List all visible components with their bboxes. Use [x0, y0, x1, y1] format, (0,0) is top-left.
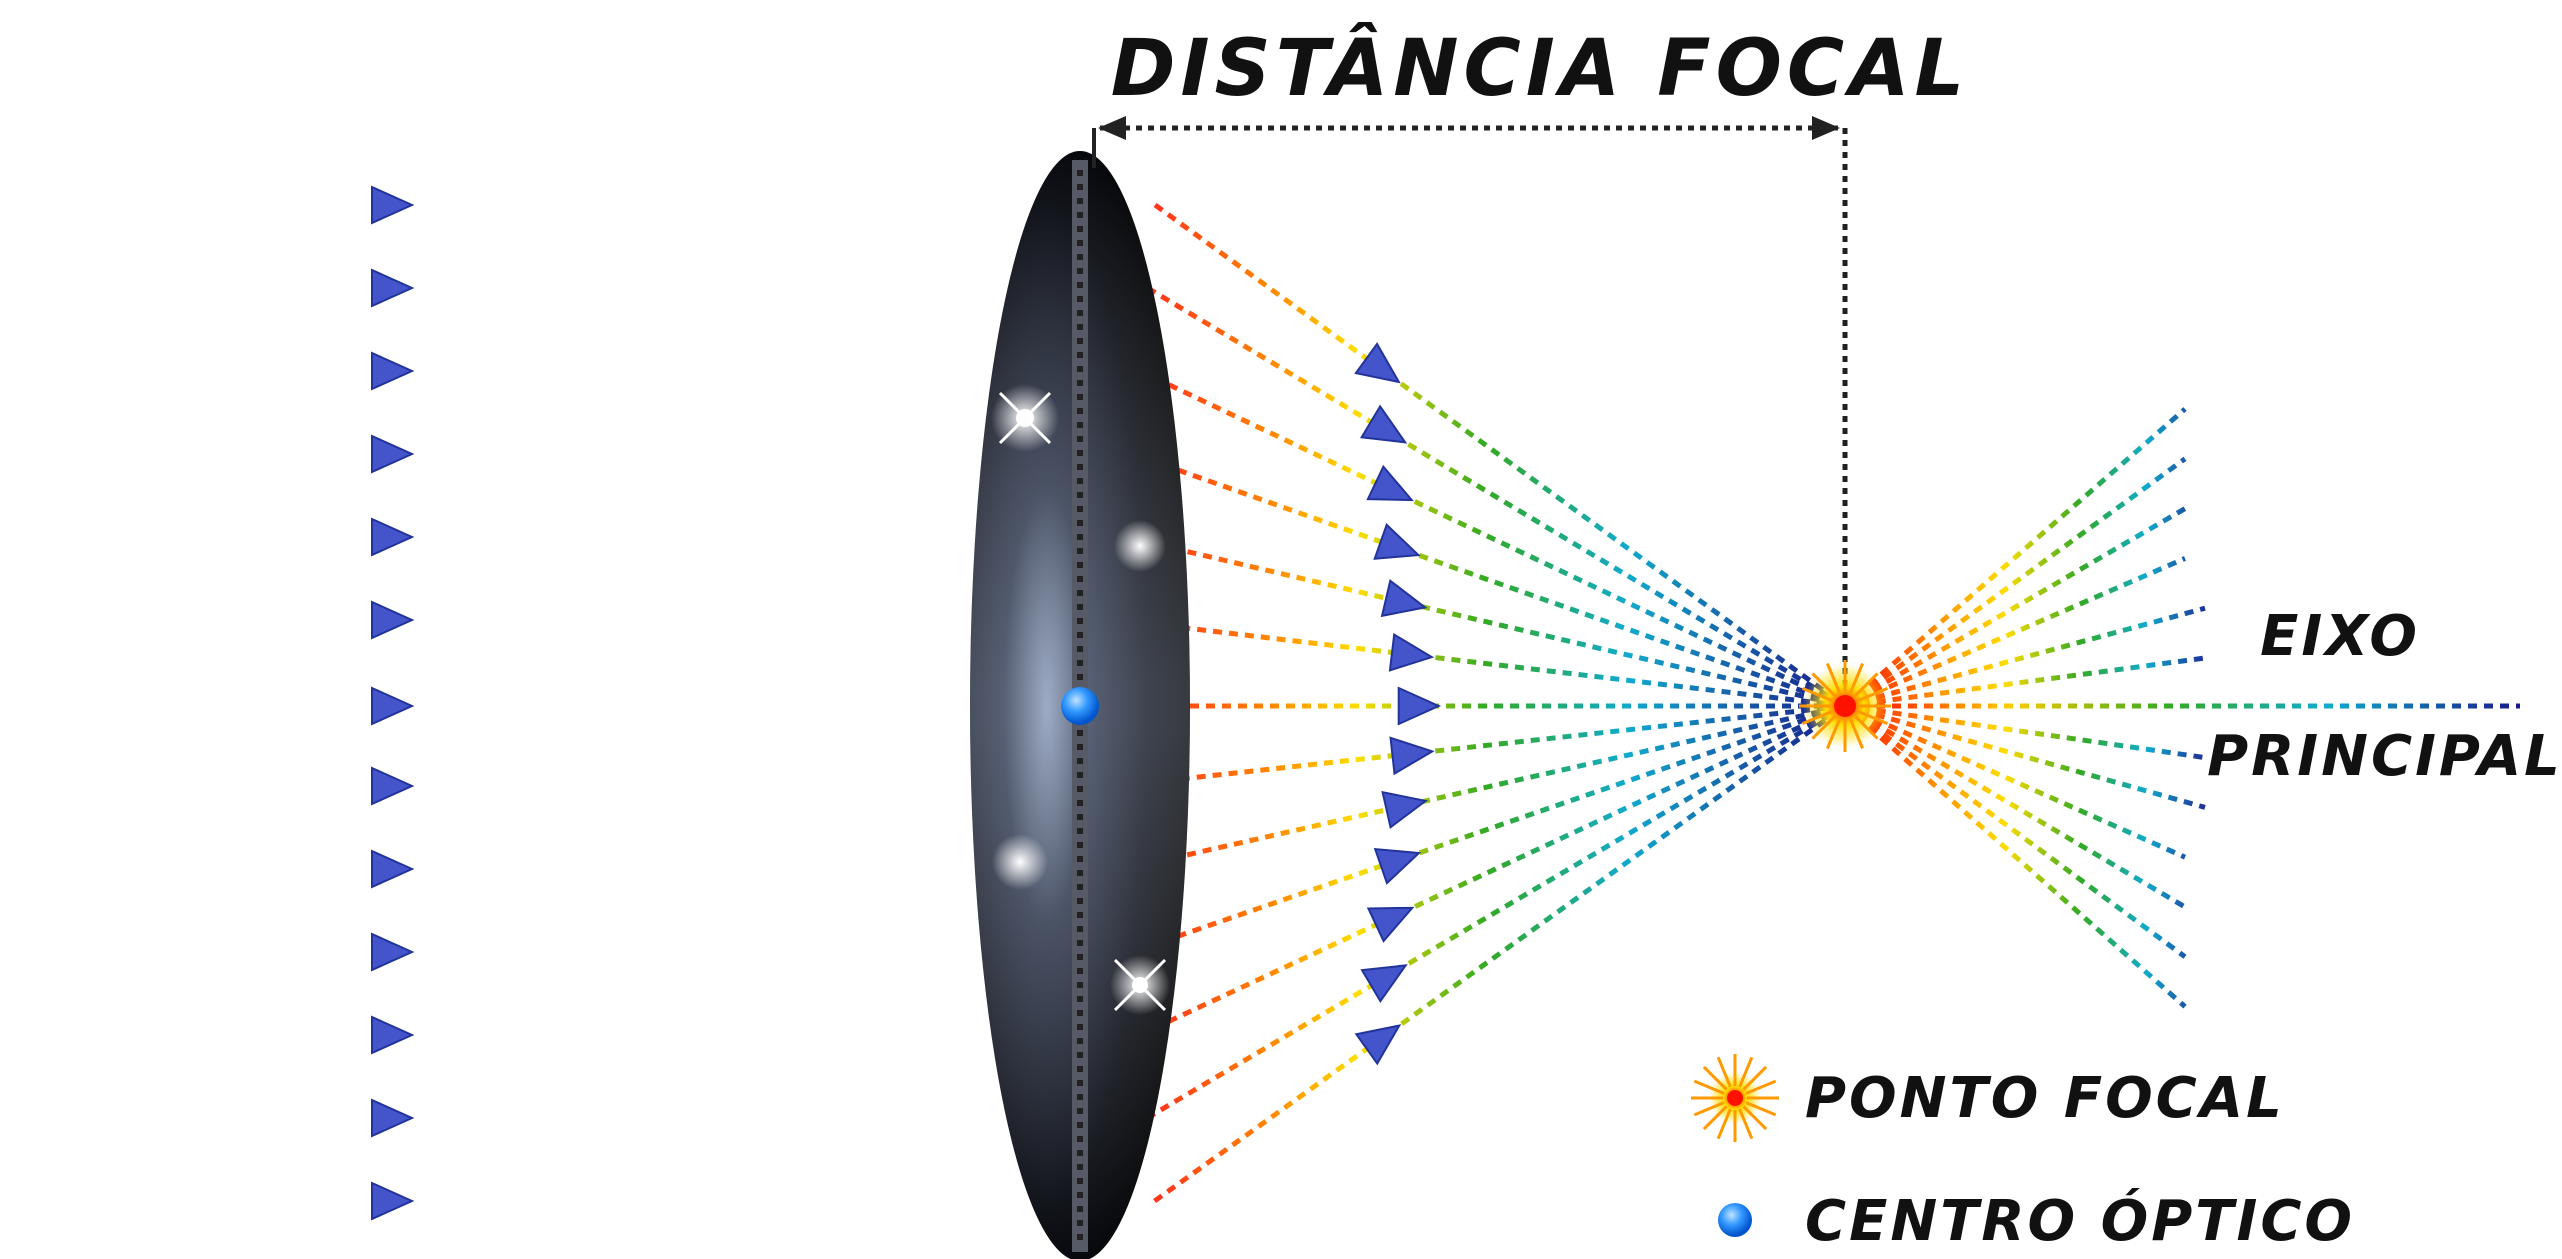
focal-length-dimension [1092, 116, 1848, 700]
diverging-rays [1843, 407, 2206, 1009]
focal-point-star-icon [1799, 660, 1891, 752]
arrow-head-icon [1380, 579, 1428, 618]
arrow-head-icon [371, 517, 415, 557]
arrow-head-icon [371, 1181, 415, 1221]
converging-ray [1145, 703, 1847, 1121]
arrow-head-icon [371, 600, 415, 640]
arrow-head-icon [371, 351, 415, 391]
diverging-ray [1843, 703, 2187, 910]
arrow-head-icon [371, 268, 415, 308]
dimension-arrow-left-icon [1098, 116, 1126, 140]
lens-sparkle-icon [991, 384, 1059, 452]
lens-highlight [1114, 520, 1166, 572]
converging-ray [1146, 285, 1847, 709]
converging-ray [1116, 703, 1846, 789]
arrow-head-icon [1389, 736, 1435, 776]
converging-ray [1131, 703, 1846, 955]
arrow-head-icon [1354, 1024, 1402, 1066]
arrow-head-icon [371, 1015, 415, 1055]
diverging-ray [1843, 703, 2187, 860]
arrow-head-icon [371, 686, 415, 726]
diverging-ray [1843, 506, 2187, 709]
converging-ray [1124, 703, 1846, 872]
legend-optical-center-icon [1718, 1203, 1752, 1237]
principal-axis-label-line2: PRINCIPAL [2207, 724, 2562, 789]
incoming-arrow-heads [371, 185, 415, 1221]
lens-highlight [992, 834, 1048, 890]
converging-ray [1131, 451, 1846, 709]
diverging-ray [1844, 703, 2206, 810]
diverging-ray [1844, 605, 2206, 709]
diverging-ray [1844, 556, 2186, 709]
diverging-ray [1843, 704, 2187, 1009]
converging-ray [1138, 703, 1847, 1038]
arrow-head-icon [371, 185, 415, 225]
diverging-ray [1844, 655, 2206, 709]
diverging-ray [1843, 703, 2187, 959]
arrow-head-icon [371, 932, 415, 972]
principal-axis-label-line1: EIXO [2260, 604, 2420, 669]
incoming-rays [55, 202, 1065, 1204]
arrow-head-icon [1359, 404, 1408, 444]
focal-distance-title: DISTÂNCIA FOCAL [1111, 22, 1969, 114]
arrow-head-icon [1373, 522, 1421, 560]
diverging-ray [1843, 407, 2187, 708]
converging-ray [1153, 703, 1847, 1204]
converging-lens [970, 151, 1190, 1259]
arrow-head-icon [1397, 686, 1442, 726]
diverging-ray [1843, 456, 2187, 709]
arrow-head-icon [371, 766, 415, 806]
converging-ray [1139, 368, 1847, 709]
arrow-head-icon [1366, 906, 1415, 943]
arrow-head-icon [371, 434, 415, 474]
outgoing-arrow-heads [1354, 342, 1442, 1066]
arrow-head-icon [1366, 464, 1414, 502]
lens-sparkle-icon [1110, 955, 1170, 1015]
diverging-ray [1844, 703, 2206, 761]
arrow-head-icon [1354, 342, 1401, 384]
legend-focal-point-icon [1691, 1054, 1779, 1142]
arrow-head-icon [371, 849, 415, 889]
converging-rays [1110, 202, 1847, 1204]
legend-optical-center-label: CENTRO ÓPTICO [1805, 1189, 2355, 1254]
optical-center-dot-icon [1061, 687, 1099, 725]
converging-ray [1117, 617, 1846, 709]
arrow-head-icon [1388, 632, 1435, 672]
legend: PONTO FOCAL CENTRO ÓPTICO [1691, 1054, 2355, 1254]
legend-focal-point-label: PONTO FOCAL [1805, 1066, 2285, 1131]
arrow-head-icon [371, 1098, 415, 1138]
converging-ray [1153, 202, 1847, 709]
arrow-head-icon [1360, 964, 1408, 1004]
converging-ray [1124, 534, 1846, 709]
arrow-head-icon [1381, 790, 1428, 830]
arrow-head-icon [1373, 847, 1422, 885]
dimension-arrow-right-icon [1812, 116, 1840, 140]
